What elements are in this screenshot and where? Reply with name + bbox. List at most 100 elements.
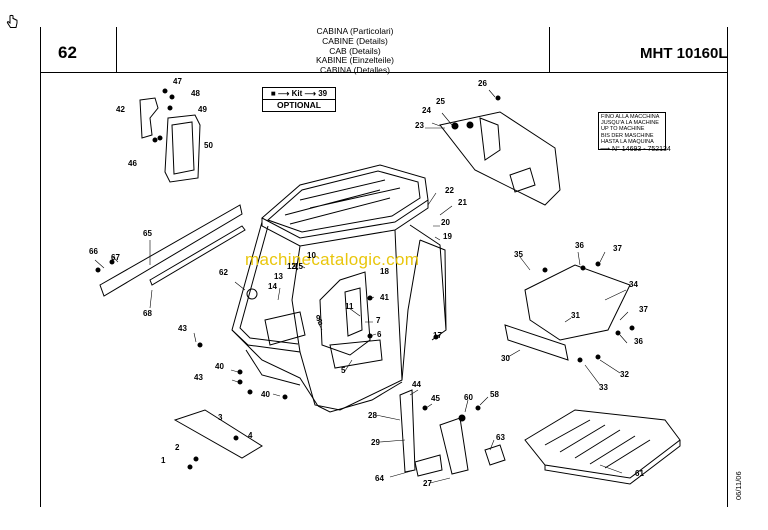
callout-6: 6	[377, 330, 382, 339]
step-guard	[504, 264, 631, 361]
callout-35: 35	[514, 250, 523, 259]
callout-63: 63	[496, 433, 505, 442]
callout-2: 2	[175, 443, 180, 452]
callout-60: 60	[464, 393, 473, 402]
kit-number: 39	[318, 89, 328, 98]
callout-24: 24	[422, 106, 431, 115]
frame-header-divider	[40, 72, 728, 73]
callout-48: 48	[191, 89, 200, 98]
square-bullet-icon: ■ ⟶	[270, 89, 292, 98]
callout-19: 19	[443, 232, 452, 241]
floor-plate	[173, 409, 263, 459]
handle-bracket	[399, 389, 506, 477]
callout-27: 27	[423, 479, 432, 488]
callout-33: 33	[599, 383, 608, 392]
arrow-icon: ⟶	[302, 89, 319, 98]
wiper-blade-assembly	[99, 204, 246, 297]
callout-31: 31	[571, 311, 580, 320]
callout-50: 50	[204, 141, 213, 150]
title-fr: CABINE (Details)	[322, 35, 388, 46]
callout-43-lower: 43	[194, 373, 203, 382]
fasteners	[95, 88, 635, 470]
callout-66: 66	[89, 247, 98, 256]
callout-36-upper: 36	[575, 241, 584, 250]
cab-frame	[231, 221, 447, 413]
callout-20: 20	[441, 218, 450, 227]
callout-45: 45	[431, 394, 440, 403]
serial-line-fr: JUSQU'A LA MACHINE	[601, 120, 659, 127]
callout-61: 61	[635, 469, 644, 478]
callout-28: 28	[368, 411, 377, 420]
callout-42: 42	[116, 105, 125, 114]
serial-line-es: HASTA LA MAQUINA	[601, 138, 654, 145]
leader-lines	[94, 89, 629, 484]
frame-right-border	[727, 27, 728, 507]
callout-36-lower: 36	[634, 337, 643, 346]
frame-model-divider	[549, 27, 550, 73]
callout-15: 15	[294, 262, 303, 271]
serial-line-de: BIS DER MASCHINE	[601, 132, 654, 139]
callout-14: 14	[268, 282, 277, 291]
callout-23: 23	[415, 121, 424, 130]
callout-1: 1	[161, 456, 166, 465]
callout-25: 25	[436, 97, 445, 106]
callout-21: 21	[458, 198, 467, 207]
callout-67: 67	[111, 253, 120, 262]
callout-43-upper: 43	[178, 324, 187, 333]
callout-4: 4	[248, 431, 253, 440]
callout-30: 30	[501, 354, 510, 363]
step-ladder	[524, 409, 681, 485]
serial-range-text: N° 14693 - 752134	[611, 146, 671, 153]
callout-32: 32	[620, 370, 629, 379]
serial-range: ⟶ N° 14693 - 752134	[600, 145, 671, 153]
callout-68: 68	[143, 309, 152, 318]
callout-46: 46	[128, 159, 137, 168]
callout-64: 64	[375, 474, 384, 483]
callout-29: 29	[371, 438, 380, 447]
mirror-assembly	[139, 97, 201, 183]
cab-roof	[261, 164, 429, 247]
callout-7: 7	[376, 316, 381, 325]
machine-model: MHT 10160L	[640, 45, 728, 62]
callout-9: 9	[316, 314, 321, 323]
section-titles: CABINA (Particolari) CABINE (Details) CA…	[260, 26, 450, 76]
callout-12: 12	[287, 262, 296, 271]
watermark: machinecatalogic.com	[245, 250, 420, 269]
callout-11: 11	[345, 302, 354, 311]
page-number: 62	[58, 43, 77, 62]
callout-37-lower: 37	[639, 305, 648, 314]
title-it: CABINA (Particolari)	[316, 26, 394, 36]
title-es: CABINA (Detalles)	[320, 65, 390, 76]
callout-37-upper: 37	[613, 244, 622, 253]
frame-left-border	[40, 27, 41, 507]
kit-label: Kit	[291, 89, 303, 98]
hand-pointer-icon	[6, 14, 18, 28]
callout-22: 22	[445, 186, 454, 195]
serial-line-it: FINO ALLA MACCHINA	[601, 114, 660, 120]
callout-49: 49	[198, 105, 207, 114]
door-window-assembly	[439, 111, 561, 206]
callout-17: 17	[433, 331, 442, 340]
arrow-icon: ⟶	[600, 146, 612, 153]
callout-13: 13	[274, 272, 283, 281]
title-en: CAB (Details)	[329, 45, 381, 56]
title-de: KABINE (Einzelteile)	[316, 55, 394, 66]
callout-10: 10	[307, 251, 316, 260]
revision-date: 06/11/06	[734, 471, 743, 500]
callout-58: 58	[490, 390, 499, 399]
callout-44: 44	[412, 380, 421, 389]
callout-40-lower: 40	[261, 390, 270, 399]
callout-26: 26	[478, 79, 487, 88]
callout-65: 65	[143, 229, 152, 238]
callout-34: 34	[629, 280, 638, 289]
optional-label: OPTIONAL	[262, 99, 336, 112]
callout-5: 5	[341, 366, 346, 375]
callout-40-upper: 40	[215, 362, 224, 371]
callout-8: 8	[318, 318, 323, 327]
callout-41: 41	[380, 293, 389, 302]
callout-62: 62	[219, 268, 228, 277]
callout-18: 18	[380, 267, 389, 276]
callout-47: 47	[173, 77, 182, 86]
callout-3: 3	[218, 413, 223, 422]
